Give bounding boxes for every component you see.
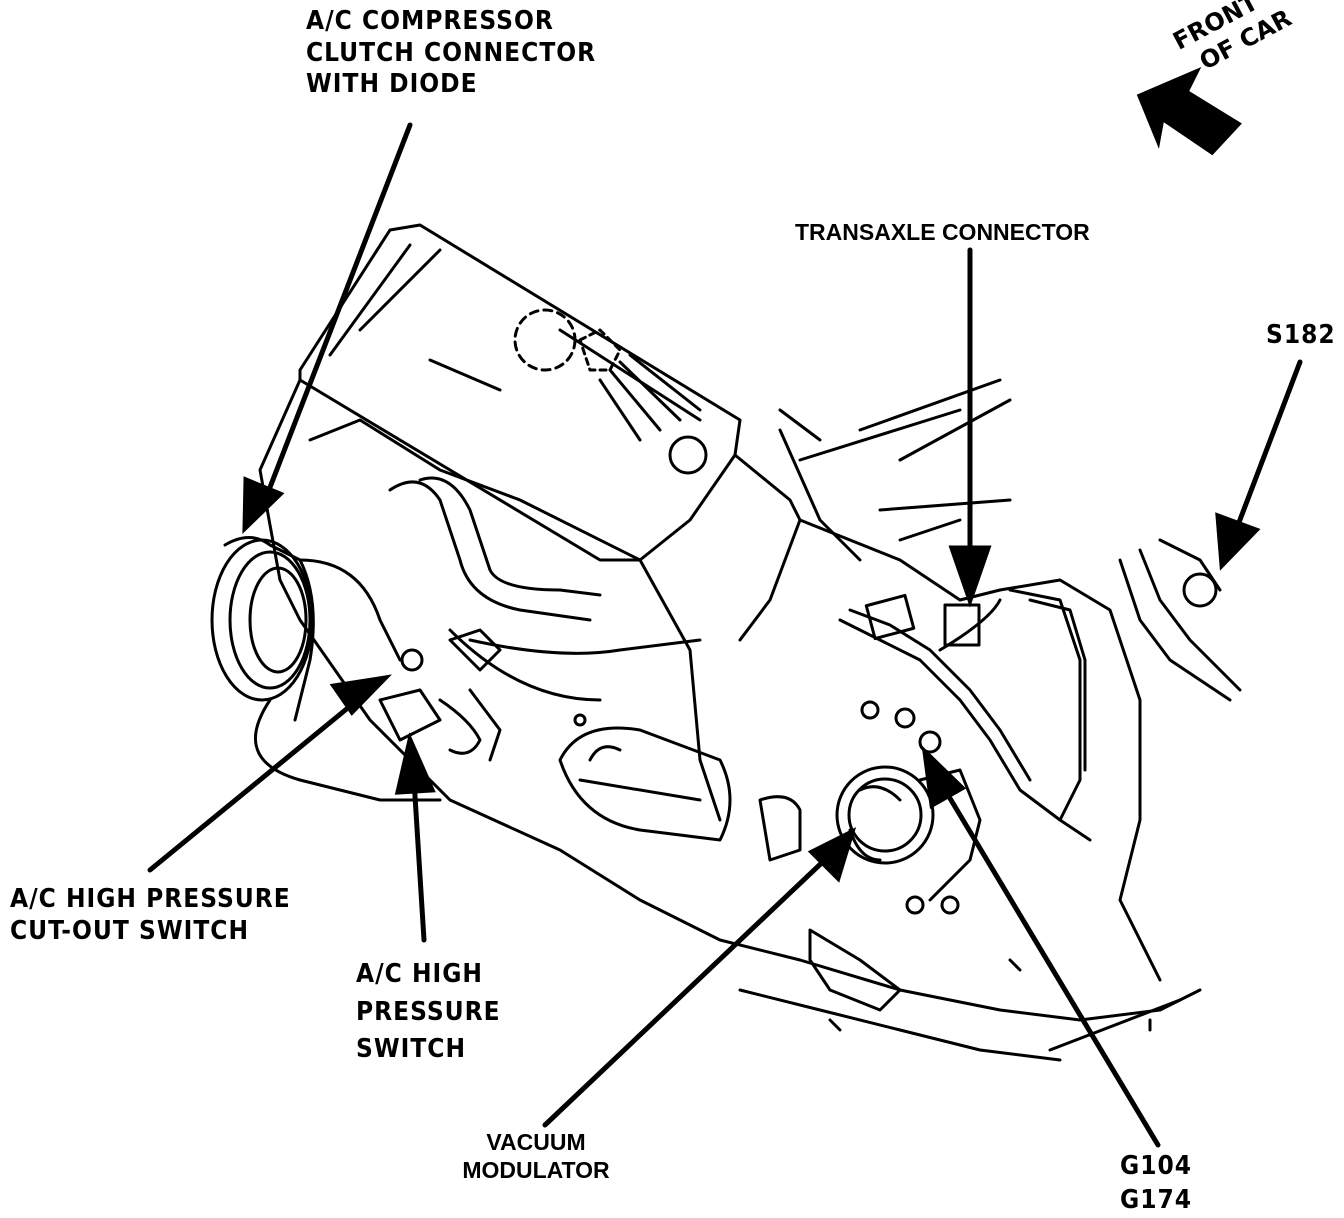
arrow-vacuum-modulator [542, 852, 833, 1128]
transaxle-connector-block [943, 603, 981, 647]
label-line: PRESSURE [356, 996, 501, 1027]
arrowhead-pressure-switch [394, 732, 436, 795]
label-line: A/C COMPRESSOR [306, 6, 554, 36]
ac-compressor-pulley [210, 538, 314, 702]
arrowhead-ground [921, 745, 967, 810]
exhaust-manifold [388, 480, 592, 622]
label-line: VACUUM [486, 1129, 586, 1155]
label-line: MODULATOR [462, 1157, 610, 1184]
label-line: A/C HIGH [356, 959, 483, 989]
label-ac-high-pressure-cutout-switch: A/C HIGH PRESSURE CUT-OUT SWITCH [10, 884, 291, 947]
arrow-ground [942, 787, 1161, 1148]
transaxle [798, 518, 1162, 982]
label-line: CUT-OUT SWITCH [10, 915, 250, 946]
label-s182: S182 [1266, 320, 1336, 350]
arrowhead-s182 [1215, 512, 1261, 571]
wiring-harness [838, 618, 1092, 842]
label-line: WITH DIODE [306, 69, 478, 100]
vacuum-modulator-body [835, 765, 935, 865]
arrow-cutout-switch [147, 695, 363, 873]
valve-cover [298, 223, 742, 562]
starter-motor [558, 726, 732, 842]
oil-cap [513, 308, 577, 372]
engine-block [258, 378, 802, 962]
label-ac-high-pressure-switch: A/C HIGH PRESSURE SWITCH [356, 956, 501, 1069]
label-vacuum-modulator: VACUUM MODULATOR [448, 1128, 624, 1184]
arrowhead-transaxle-connector [948, 545, 992, 608]
front-of-car-arrow [1136, 67, 1242, 156]
arrowhead-cutout-switch [329, 674, 393, 716]
label-line: G104 [1120, 1151, 1193, 1181]
label-line: G174 [1120, 1184, 1193, 1215]
label-line: CLUTCH CONNECTOR [306, 37, 597, 68]
arrowhead-ac-compressor [242, 476, 285, 535]
label-transaxle-connector: TRANSAXLE CONNECTOR [795, 219, 1090, 245]
arrow-ac-compressor [259, 122, 413, 511]
s182-splice [1182, 572, 1218, 608]
arrowhead-vacuum-modulator [807, 827, 857, 883]
arrow-s182 [1235, 359, 1303, 528]
arrow-pressure-switch [411, 777, 427, 943]
label-ground-points: G104 G174 [1120, 1150, 1192, 1218]
label-line: SWITCH [356, 1034, 467, 1065]
label-line: A/C HIGH PRESSURE [10, 884, 291, 914]
label-ac-compressor-clutch-connector: A/C COMPRESSOR CLUTCH CONNECTOR WITH DIO… [306, 6, 596, 101]
